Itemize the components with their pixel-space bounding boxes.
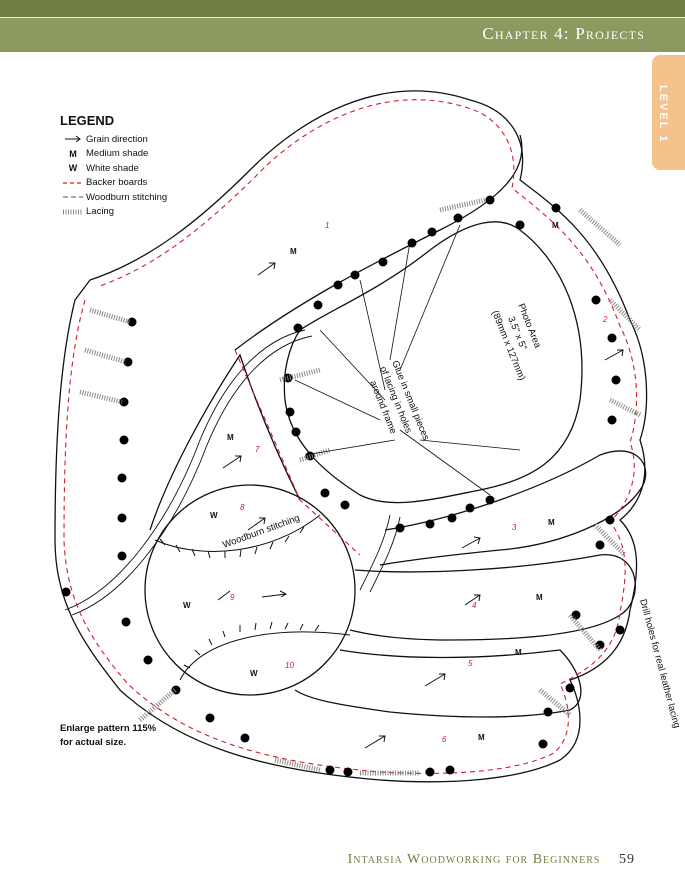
chapter-title: Chapter 4: Projects (482, 24, 645, 43)
glue-label: Glue in small pieces of lacing in holes … (367, 359, 431, 442)
piece-number: 2 (602, 315, 608, 324)
piece-number: 8 (240, 503, 245, 512)
medium-shade-symbol: M (69, 148, 77, 159)
shade-letter: M (227, 433, 234, 442)
header-rule (0, 17, 685, 18)
lacing-holes (61, 195, 625, 777)
baseball-stitching (154, 514, 351, 681)
level-tab: LEVEL 1 (652, 55, 685, 170)
red-dash-icon (60, 180, 86, 186)
white-shade-symbol: W (68, 163, 78, 174)
legend-item-medium: M Medium shade (60, 147, 167, 162)
finger-3 (379, 450, 647, 566)
finger-4 (349, 554, 636, 641)
legend-label: Lacing (86, 206, 114, 218)
legend: LEGEND Grain direction M Medium shade W … (60, 113, 167, 219)
level-label: LEVEL 1 (657, 85, 669, 144)
shade-letters: M M M M M M M W W W (183, 221, 559, 742)
legend-label: Backer boards (86, 177, 148, 189)
shade-letter: M (536, 593, 543, 602)
lacing-icon (60, 209, 86, 215)
stitching-line-1 (64, 329, 306, 611)
legend-item-backer: Backer boards (60, 176, 167, 191)
stitching-line-3 (359, 514, 391, 591)
piece-number: 5 (468, 659, 473, 668)
stitching-line-2 (71, 335, 313, 616)
piece-number: 9 (230, 593, 235, 602)
shade-letter: M (478, 733, 485, 742)
baseball (144, 484, 356, 696)
lacing-marks (79, 197, 642, 776)
grain-arrows (217, 262, 624, 749)
legend-item-white: W White shade (60, 161, 167, 176)
piece-number: 4 (472, 601, 477, 610)
photo-area-label: Photo Area 3.5" x 5" (89mm x 127mm) (489, 302, 543, 382)
legend-label: White shade (86, 162, 139, 174)
photo-frame (283, 221, 583, 504)
legend-title: LEGEND (60, 113, 115, 128)
book-title: Intarsia Woodworking for Beginners (347, 852, 601, 867)
shade-letter: M (548, 518, 555, 527)
chapter-header: Chapter 4: Projects (0, 0, 685, 52)
legend-item-lacing: Lacing (60, 205, 167, 220)
header-band (0, 0, 685, 18)
piece-number: 7 (255, 445, 260, 454)
legend-item-woodburn: Woodburn stitching (60, 190, 167, 205)
backer-board-line (63, 99, 638, 774)
shade-letter: W (183, 601, 191, 610)
arrow-icon (60, 135, 86, 143)
page-footer: Intarsia Woodworking for Beginners 59 (348, 852, 635, 868)
piece-number: 1 (325, 221, 329, 230)
legend-label: Woodburn stitching (86, 191, 168, 203)
shade-letter: M (290, 247, 297, 256)
piece-number: 3 (512, 523, 517, 532)
piece-number-labels: 1 2 3 4 5 6 7 8 9 10 (230, 221, 608, 744)
legend-label: Grain direction (86, 133, 148, 145)
shade-letter: M (552, 221, 559, 230)
thumb-piece (234, 134, 523, 351)
shade-letter: W (210, 511, 218, 520)
finger-5 (294, 649, 582, 718)
web-strip (149, 353, 301, 531)
enlarge-note: Enlarge pattern 115% for actual size. (60, 723, 157, 748)
legend-label: Medium shade (86, 148, 149, 160)
drill-label: Drill holes for real leather lacing (637, 598, 682, 729)
piece-number: 6 (442, 735, 447, 744)
gray-dash-icon (60, 194, 86, 200)
shade-letter: M (515, 648, 522, 657)
piece-number: 10 (285, 661, 294, 670)
backer-board-inner (234, 349, 361, 556)
glove-outline (54, 90, 648, 783)
shade-letter: W (250, 669, 258, 678)
legend-item-grain: Grain direction (60, 132, 167, 147)
glue-leader-lines (294, 224, 521, 496)
page-number: 59 (619, 852, 635, 867)
